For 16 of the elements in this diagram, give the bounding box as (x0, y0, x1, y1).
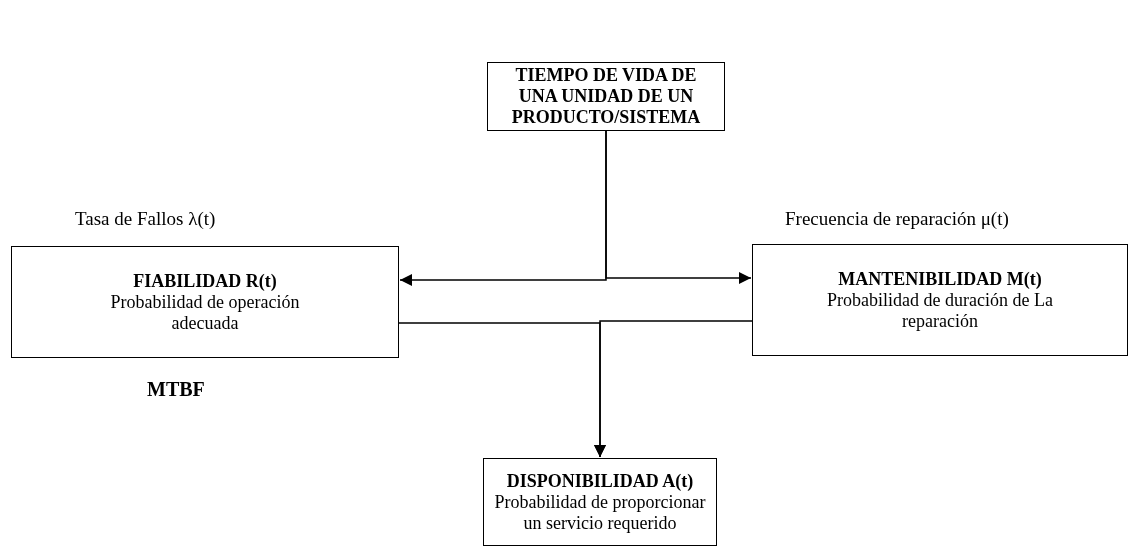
box-heading: MANTENIBILIDAD M(t) (838, 268, 1042, 290)
node-caption: Frecuencia de reparación μ(t) (785, 208, 1009, 230)
process-box (483, 458, 717, 546)
connector-arrow (594, 320, 753, 458)
process-box (487, 62, 725, 131)
box-heading: TIEMPO DE VIDA DE UNA UNIDAD DE UN PRODUCTO/SISTEMA (510, 65, 702, 128)
process-box (11, 246, 399, 358)
node-caption: Tasa de Fallos λ(t) (75, 208, 216, 230)
box-description: Probabilidad de operación adecuada (109, 291, 301, 334)
box-description: Probabilidad de proporcionar un servicio requerido (493, 491, 707, 534)
connector-arrow (605, 130, 752, 284)
process-box (752, 244, 1128, 356)
box-description: Probabilidad de duración de La reparación (826, 289, 1054, 332)
box-heading: DISPONIBILIDAD A(t) (506, 470, 694, 492)
node-caption: MTBF (147, 378, 205, 400)
box-heading: FIABILIDAD R(t) (133, 270, 277, 292)
